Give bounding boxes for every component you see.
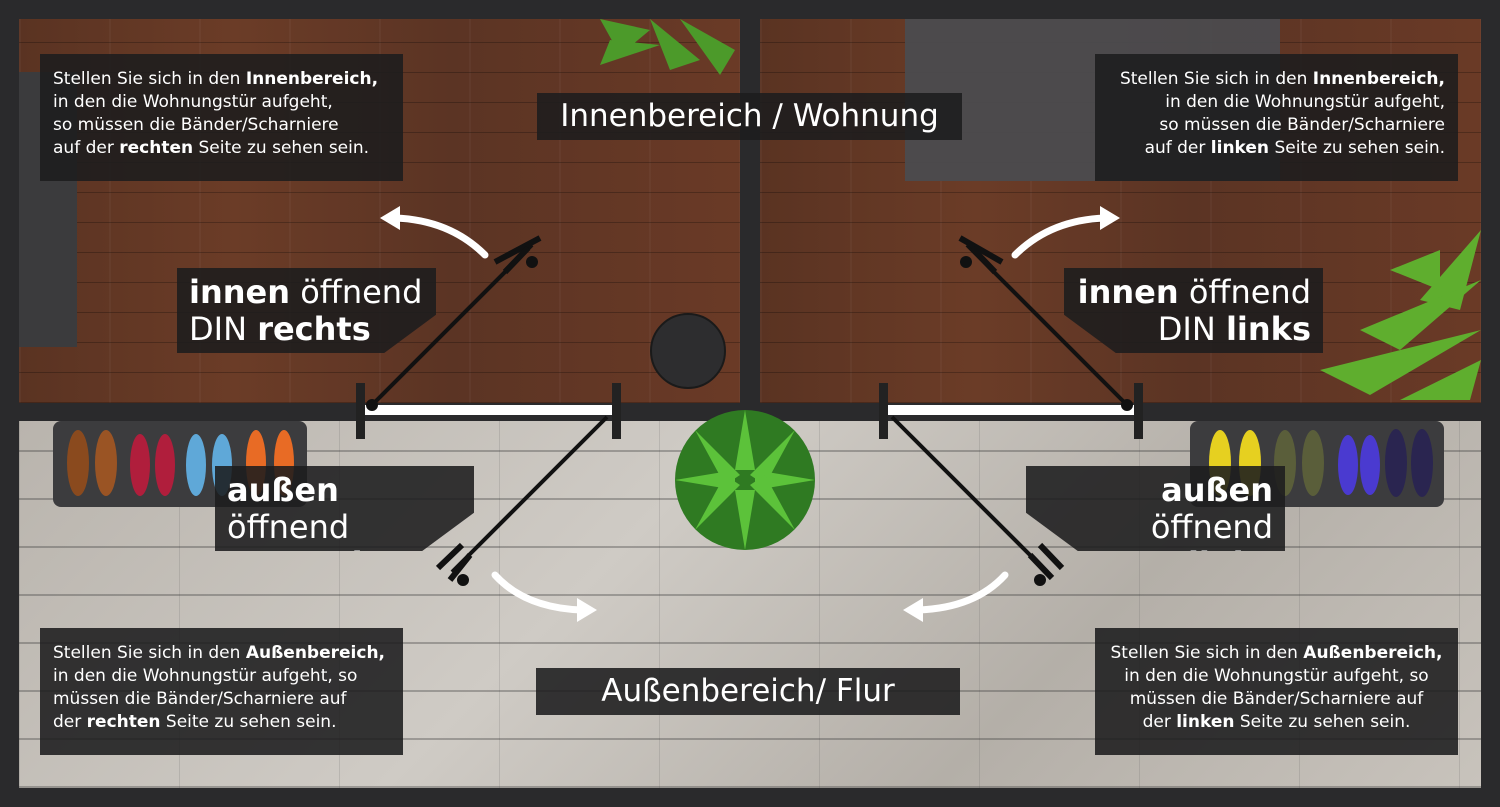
info-box-top-left: Stellen Sie sich in den Innenbereich, in… <box>40 54 403 181</box>
potted-plant <box>675 410 815 550</box>
door-handles <box>435 235 1065 582</box>
area-label-inner: Innenbereich / Wohnung <box>537 93 962 140</box>
info-box-top-right: Stellen Sie sich in den Innenbereich, in… <box>1095 54 1458 181</box>
badge-aussen-rechts: außen öffnend DIN rechts <box>215 466 474 551</box>
swing-arrows <box>391 214 1109 614</box>
info-box-bottom-right: Stellen Sie sich in den Außenbereich, in… <box>1095 628 1458 755</box>
palm-plant-top <box>600 19 735 75</box>
door-knobs <box>366 256 1133 586</box>
badge-aussen-links: außen öffnend DIN links <box>1026 466 1285 551</box>
area-label-outer: Außenbereich/ Flur <box>536 668 960 715</box>
badge-innen-rechts: innen öffnend DIN rechts <box>177 268 436 353</box>
badge-innen-links: innen öffnend DIN links <box>1064 268 1323 353</box>
shoes-right <box>1209 429 1433 497</box>
palm-plant-right <box>1320 230 1481 400</box>
door-jambs <box>356 383 1143 439</box>
info-box-bottom-left: Stellen Sie sich in den Außenbereich, in… <box>40 628 403 755</box>
wall-vertical <box>740 0 760 403</box>
arrow-heads <box>380 206 1120 622</box>
robot-vacuum <box>650 313 726 389</box>
